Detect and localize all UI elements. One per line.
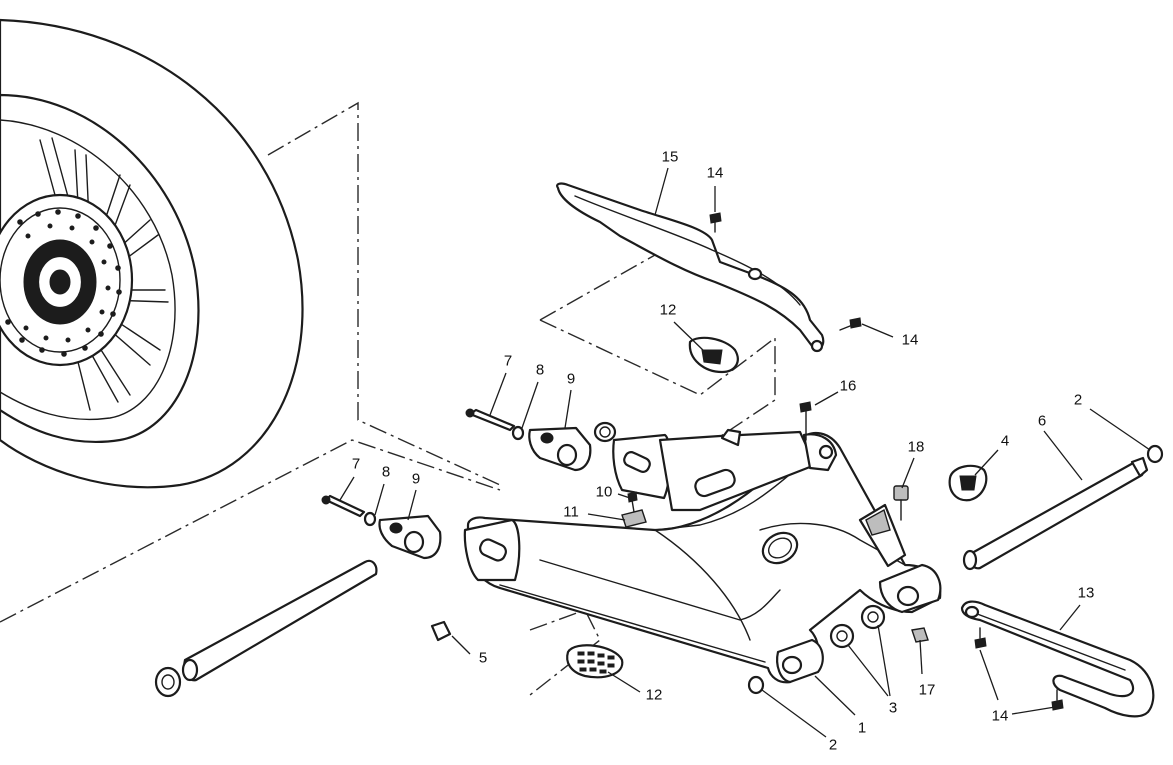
rear-wheel <box>0 18 304 489</box>
callout-11: 11 <box>563 503 579 521</box>
callout-14-top: 14 <box>706 164 724 182</box>
callout-8-upper: 8 <box>535 361 545 379</box>
callout-5: 5 <box>478 649 488 667</box>
chain-adjuster-lower <box>321 494 442 560</box>
hardware <box>430 212 1164 711</box>
swingarm <box>463 428 942 684</box>
callout-3: 3 <box>888 699 898 717</box>
callout-6: 6 <box>1037 412 1047 430</box>
callout-12-upper: 12 <box>659 301 677 319</box>
pivot-shaft <box>962 456 1149 571</box>
callout-14-bottom: 14 <box>991 707 1009 725</box>
callout-4: 4 <box>1000 432 1010 450</box>
chain-slider <box>960 600 1155 718</box>
callout-2-right: 2 <box>1073 391 1083 409</box>
callout-1: 1 <box>857 719 867 737</box>
covers <box>566 336 988 679</box>
callout-9-upper: 9 <box>566 370 576 388</box>
callout-13: 13 <box>1077 584 1095 602</box>
callout-15: 15 <box>661 148 679 166</box>
callout-9-lower: 9 <box>411 470 421 488</box>
chain-guard <box>556 182 825 353</box>
callout-17: 17 <box>918 681 936 699</box>
callout-7-lower: 7 <box>351 455 361 473</box>
callout-8-lower: 8 <box>381 463 391 481</box>
callout-18: 18 <box>907 438 925 456</box>
wheel-spindle <box>154 559 378 698</box>
chain-adjuster-upper <box>465 408 617 472</box>
callout-10: 10 <box>595 483 613 501</box>
callout-14-right: 14 <box>901 331 919 349</box>
callout-12-lower: 12 <box>645 686 663 704</box>
callout-7-upper: 7 <box>503 352 513 370</box>
callout-16: 16 <box>839 377 857 395</box>
callout-2-bottom: 2 <box>828 736 838 754</box>
leader-lines <box>339 167 1151 738</box>
